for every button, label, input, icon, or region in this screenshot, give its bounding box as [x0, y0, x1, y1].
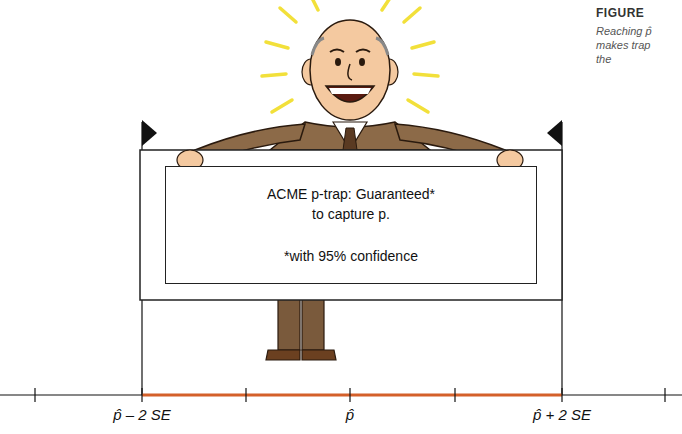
- leg: [278, 298, 300, 350]
- sign-slogan: ACME p-trap: Guaranteed* to capture p.: [261, 184, 441, 224]
- tie: [343, 128, 357, 150]
- ticks: [35, 388, 665, 402]
- nose: [348, 64, 352, 80]
- shoe: [302, 350, 336, 360]
- axis-label: p̂ + 2 SE: [533, 406, 591, 423]
- smile: [326, 86, 374, 102]
- number-line: [0, 394, 682, 395]
- head: [310, 20, 390, 120]
- teeth: [329, 88, 371, 94]
- axis-label: p̂: [346, 406, 354, 423]
- eyebrow: [356, 50, 370, 53]
- eye: [335, 58, 341, 66]
- sign-footnote: *with 95% confidence: [284, 246, 418, 266]
- sign-panel: ACME p-trap: Guaranteed* to capture p. *w…: [165, 166, 537, 284]
- sign-frame: [140, 150, 562, 300]
- marker-triangle: [142, 120, 157, 146]
- axis-label: p̂ – 2 SE: [113, 406, 171, 423]
- hair: [312, 38, 324, 55]
- interval-segment: [142, 394, 562, 397]
- shoe: [266, 350, 300, 360]
- figure-caption: Reaching p̂ makes trap the: [596, 24, 656, 66]
- leg: [302, 298, 324, 350]
- figure-title: FIGURE: [596, 6, 644, 20]
- shirt-collar: [333, 122, 367, 150]
- eye: [359, 58, 365, 66]
- hair: [376, 38, 388, 55]
- eyebrow: [330, 50, 344, 53]
- marker-triangle: [547, 120, 562, 146]
